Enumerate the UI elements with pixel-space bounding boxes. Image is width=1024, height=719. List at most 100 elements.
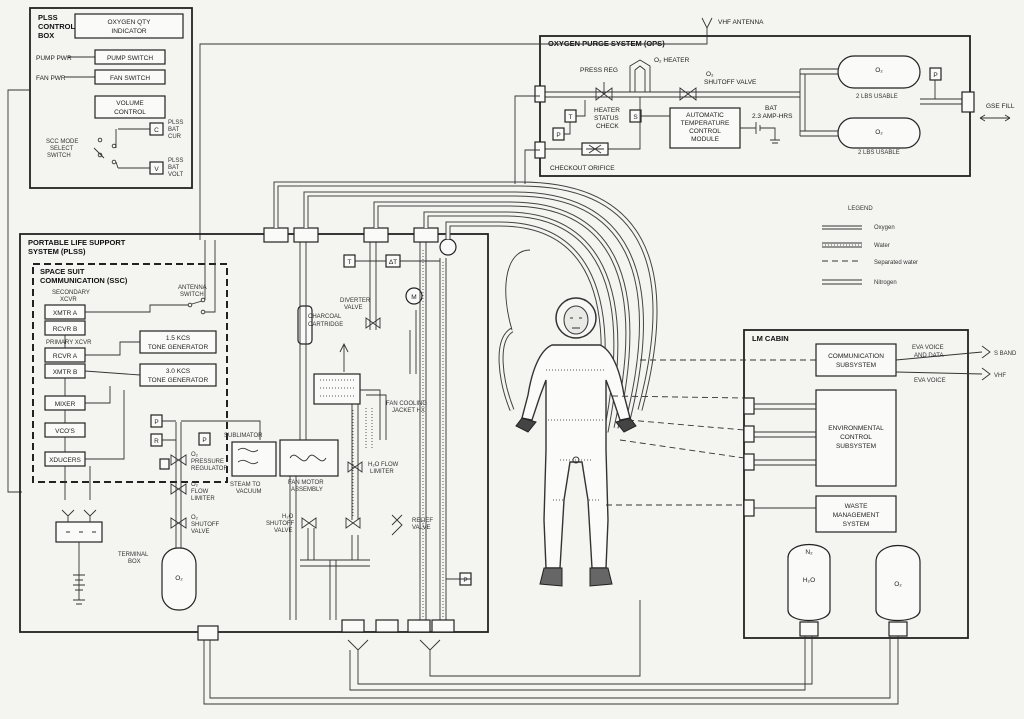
plss-internal-plumbing: [289, 240, 471, 620]
plss-p-gauge-2-label: P: [202, 437, 206, 444]
press-reg-label: PRESS REG: [580, 67, 618, 74]
plss-o2-tank-label: O₂: [175, 575, 183, 582]
press-reg-valve-icon: [595, 82, 613, 101]
h2o-flow-limiter-icon: [347, 461, 363, 473]
charcoal-cartridge-label: CHARCOAL: [308, 314, 342, 320]
lm-n2-h2o-tank: [787, 544, 831, 637]
plss-o2-tank: [161, 547, 197, 611]
o2-pressure-regulator-label: O₂: [191, 452, 199, 458]
terminal-box-connectors-icon: [61, 509, 97, 605]
gse-fill-label: GSE FILL: [986, 103, 1015, 110]
ops-p-gauge-label: P: [933, 72, 937, 79]
ops-o2-tank-upper: [800, 55, 921, 89]
legend: LEGEND Oxygen Water Separated water Nitr…: [822, 206, 918, 286]
automatic-temperature-control-module: [669, 107, 741, 149]
ops-battery-icon: [740, 122, 780, 144]
auto-temp-label-4: MODULE: [691, 136, 719, 143]
sublimator-icon: [237, 447, 259, 465]
plss-control-box-title-2: CONTROL: [38, 22, 75, 31]
secondary-xcvr-label: SECONDARY: [52, 290, 90, 296]
scc-mode-select-switch: [93, 128, 150, 169]
pump-motor-icon: [405, 287, 423, 305]
ops-o2-line: [545, 91, 800, 98]
volume-control-label-2: CONTROL: [114, 109, 146, 116]
lm-cabin-title: LM CABIN: [752, 334, 789, 343]
ops-tank-label-upper: O₂: [875, 67, 883, 74]
plss-o2-feed-line: [175, 422, 182, 548]
plss-control-box-title: PLSS: [38, 13, 58, 22]
legend-swatch-nitrogen: [822, 279, 862, 285]
eva-voice-label: EVA VOICE: [914, 378, 946, 384]
o2-shutoff-valve-icon: [679, 87, 697, 101]
control-box-cable: [7, 89, 30, 493]
h2o-flow-limiter-label: H₂O FLOW: [368, 462, 399, 468]
h2o-flow-limiter-label-2: LIMITER: [370, 469, 394, 475]
comm-subsystem-label-2: SUBSYSTEM: [836, 362, 876, 369]
o2-pressure-regulator-icon: [170, 454, 187, 466]
volt-meter-label: V: [154, 166, 159, 173]
o2-pressure-regulator-label-2: PRESSURE: [191, 459, 224, 465]
heater-status-label: HEATER: [594, 107, 620, 114]
eva-voice-data-label: EVA VOICE: [912, 345, 944, 351]
vhf-antenna-cable: [199, 36, 708, 240]
lm-cabin: LM CABIN COMMUNICATION SUBSYSTEM ENVIRON…: [743, 329, 1017, 639]
diverter-valve-label: DIVERTER: [340, 298, 371, 304]
pump-switch: [94, 49, 166, 65]
o2-shutoff-valve-icon: [170, 517, 187, 529]
o2-flow-limiter-label-3: LIMITER: [191, 496, 215, 502]
legend-item-water: Water: [874, 243, 890, 249]
checkout-orifice-label: CHECKOUT ORIFICE: [550, 165, 615, 172]
o2-shutoff-label-2: SHUTOFF: [191, 522, 220, 528]
plss-control-box-title-3: BOX: [38, 31, 54, 40]
plss-control-box: PLSS CONTROL BOX OXYGEN QTY INDICATOR PU…: [7, 7, 193, 493]
xmtr-a-label: XMTR A: [53, 310, 78, 317]
vcos-label: VCO'S: [55, 428, 75, 435]
relief-valve-label-2: VALVE: [412, 525, 430, 531]
waste-label-3: SYSTEM: [843, 521, 870, 528]
eva-voice-data-label-2: AND DATA: [914, 353, 943, 359]
lm-vhf-label: VHF: [994, 373, 1006, 379]
legend-item-oxygen: Oxygen: [874, 225, 895, 231]
fan-cooling-jacket-hx: [313, 373, 361, 405]
heater-status-label-3: CHECK: [596, 123, 619, 130]
h2o-shutoff-valve-icon: [301, 517, 361, 529]
vhf-antenna-label: VHF ANTENNA: [718, 19, 764, 26]
s-band-label: S BAND: [994, 351, 1017, 357]
lm-o2-tank: [875, 544, 921, 637]
legend-item-separated-water: Separated water: [874, 260, 918, 266]
xducers-label: XDUCERS: [49, 457, 81, 464]
waste-label-2: MANAGEMENT: [833, 512, 880, 519]
plss-title: PORTABLE LIFE SUPPORT: [28, 238, 126, 247]
plss-bat-cur-label-3: CUR: [168, 134, 182, 140]
auto-temp-label: AUTOMATIC: [686, 112, 724, 119]
tone-30-label-2: TONE GENERATOR: [148, 377, 209, 384]
ops-checkout-line: [545, 97, 641, 150]
scc-mode-label-2: SELECT: [50, 146, 74, 152]
lm-n2-label: N₂: [805, 549, 813, 556]
o2-pressure-regulator-label-3: REGULATOR: [191, 466, 228, 472]
plss-p-sensor-4-label: P: [463, 577, 467, 584]
ops-s-label: S: [633, 114, 638, 121]
antenna-switch-icon: [85, 240, 216, 315]
fan-motor-assembly: [279, 439, 339, 477]
plss-title-2: SYSTEM (PLSS): [28, 247, 86, 256]
gse-fill-connector: [961, 91, 1011, 122]
o2-flow-limiter-label-2: FLOW: [191, 489, 209, 495]
o2-heater-icon: [629, 59, 651, 92]
h2o-shutoff-label-2: SHUTOFF: [266, 521, 295, 527]
ssc-title: SPACE SUIT: [40, 267, 85, 276]
charcoal-cartridge-label-2: CARTRIDGE: [308, 322, 343, 328]
h2o-shutoff-label-3: VALVE: [274, 528, 292, 534]
fan-cooling-label: FAN COOLING: [386, 401, 427, 407]
o2-flow-limiter-label: O₂: [191, 482, 199, 488]
primary-xcvr-label: PRIMARY XCVR: [46, 340, 92, 346]
lm-h2o-label: H₂O: [803, 577, 815, 584]
plss-bat-volt-label: PLSS: [168, 158, 183, 164]
fan-motor-label: FAN MOTOR: [288, 480, 324, 486]
waste-management-system: [815, 495, 897, 533]
vhf-antenna-icon: [701, 17, 713, 36]
eva-voice-lines: [895, 351, 983, 375]
legend-item-nitrogen: Nitrogen: [874, 280, 897, 286]
fan-switch: [94, 69, 166, 85]
